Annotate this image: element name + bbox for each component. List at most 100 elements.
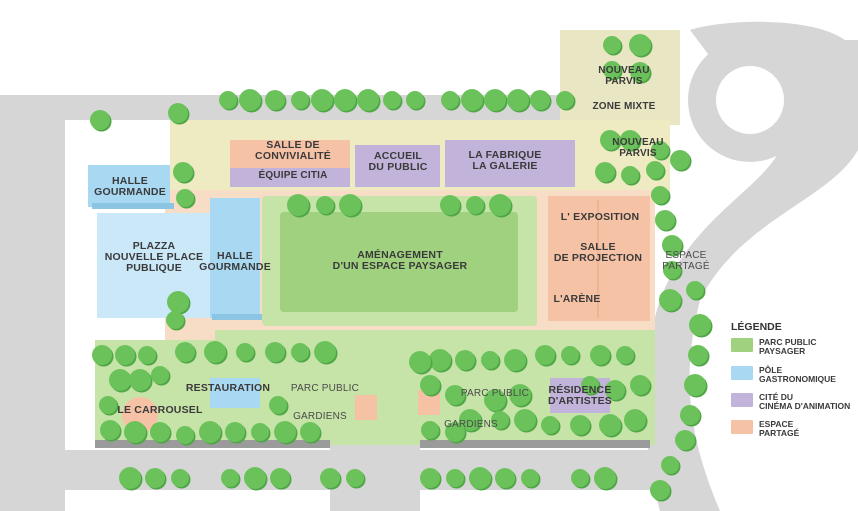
tree: [150, 422, 170, 442]
tree: [225, 422, 245, 442]
halle-gourmande-top: [88, 165, 170, 207]
tree: [686, 281, 704, 299]
tree: [581, 376, 599, 394]
tree: [556, 91, 574, 109]
buildings-shared: [122, 140, 650, 433]
tree: [670, 150, 690, 170]
legend-text-cinema: CITÉ DU CINÉMA D'ANIMATION: [759, 392, 851, 412]
label-fabrique-galerie: LA FABRIQUE LA GALERIE: [468, 149, 542, 173]
legend-item-parc: PARC PUBLIC PAYSAGER: [731, 337, 816, 357]
tree: [239, 89, 261, 111]
legend-text-gastro: PÔLE GASTRONOMIQUE: [759, 365, 836, 385]
buildings-cinema: [230, 140, 610, 413]
tree: [507, 89, 529, 111]
tree: [173, 162, 193, 182]
central-lawn: [262, 196, 537, 326]
tree: [129, 369, 151, 391]
tree: [334, 89, 356, 111]
tree: [274, 421, 296, 443]
label-parc-public-right: PARC PUBLIC: [460, 388, 530, 399]
tree: [445, 385, 465, 405]
label-halle-gourmande-top: HALLE GOURMANDE: [94, 175, 166, 199]
tree: [119, 467, 141, 489]
tree: [383, 91, 401, 109]
label-nouveau-parvis-right: NOUVEAU PARVIS: [612, 137, 664, 159]
tree: [661, 456, 679, 474]
tree: [571, 469, 589, 487]
gardiens-left-building: [355, 395, 377, 420]
tree: [570, 415, 590, 435]
label-gardiens-left: GARDIENS: [293, 411, 347, 422]
tree: [455, 350, 475, 370]
label-espace-partage: ESPACE PARTAGÉ: [662, 250, 710, 272]
tree: [167, 291, 189, 313]
tree: [409, 351, 431, 373]
tree: [446, 469, 464, 487]
accueil-building: [355, 145, 440, 187]
salle-convivialite-building: [230, 140, 350, 168]
tree: [115, 345, 135, 365]
tree: [445, 422, 465, 442]
tree: [469, 467, 491, 489]
tree: [561, 346, 579, 364]
tree: [662, 235, 682, 255]
tree: [646, 161, 664, 179]
tree: [689, 314, 711, 336]
tree: [406, 91, 424, 109]
tree: [429, 349, 451, 371]
tree: [316, 196, 334, 214]
legend-swatch-shared: [731, 420, 753, 434]
tree: [630, 62, 650, 82]
tree: [599, 414, 621, 436]
tree: [688, 345, 708, 365]
road-right-curve: [645, 21, 858, 511]
tree: [420, 375, 440, 395]
tree: [291, 343, 309, 361]
label-parc-public-left: PARC PUBLIC: [290, 383, 360, 394]
tree: [590, 345, 610, 365]
tree: [620, 130, 640, 150]
tree: [535, 345, 555, 365]
label-zone-mixte: ZONE MIXTE: [592, 101, 656, 112]
tree: [219, 91, 237, 109]
halle-gourmande-top-shadow: [92, 203, 174, 209]
tree: [530, 90, 550, 110]
tree: [509, 384, 531, 406]
tree: [521, 469, 539, 487]
tree: [650, 480, 670, 500]
tree: [605, 380, 625, 400]
tree: [151, 366, 169, 384]
tree: [346, 469, 364, 487]
tree: [124, 421, 146, 443]
label-equipe-citia: ÉQUIPE CITIA: [258, 170, 328, 181]
halle-gourmande-main: [210, 198, 260, 318]
legend-swatch-parc: [731, 338, 753, 352]
road-bottom-gap: [330, 440, 420, 511]
tree: [541, 416, 559, 434]
tree: [603, 61, 621, 79]
tree: [459, 409, 481, 431]
tree: [269, 396, 287, 414]
wall-right: [420, 440, 650, 448]
tree: [421, 421, 439, 439]
halle-gourmande-main-shadow: [212, 314, 262, 320]
label-halle-gourmande-main: HALLE GOURMANDE: [199, 250, 271, 274]
label-nouveau-parvis-top: NOUVEAU PARVIS: [598, 65, 650, 87]
tree: [595, 162, 615, 182]
label-arene: L'ARÈNE: [553, 293, 601, 305]
legend-item-cinema: CITÉ DU CINÉMA D'ANIMATION: [731, 392, 851, 412]
tree: [90, 110, 110, 130]
label-plazza: PLAZZA NOUVELLE PLACE PUBLIQUE: [104, 240, 204, 275]
tree: [441, 91, 459, 109]
label-gardiens-right: GARDIENS: [444, 419, 498, 430]
tree: [629, 34, 651, 56]
label-salle-convivialite: SALLE DE CONVIVIALITÉ: [255, 139, 331, 163]
tree: [265, 342, 285, 362]
tree: [481, 351, 499, 369]
tree: [630, 375, 650, 395]
label-exposition: L' EXPOSITION: [560, 211, 640, 223]
roundabout-center: [716, 66, 784, 134]
exposition-projection-building: [548, 196, 650, 321]
tree: [168, 103, 188, 123]
